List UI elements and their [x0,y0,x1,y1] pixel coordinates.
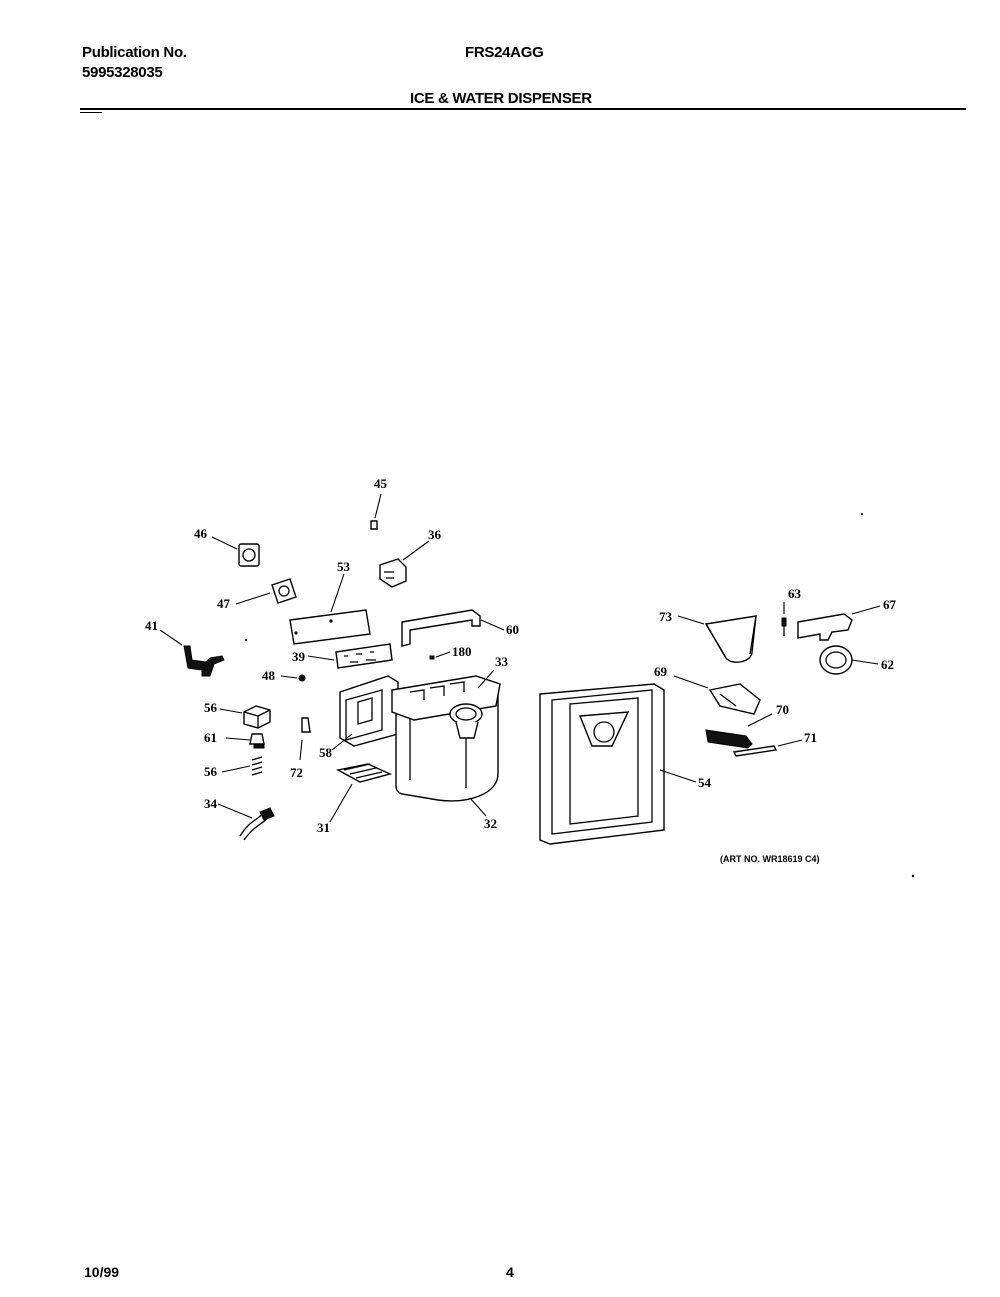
part-41 [159,629,225,677]
part-72 [299,717,311,761]
callout-39: 39 [292,649,306,664]
art-number: (ART NO. WR18619 C4) [720,854,820,864]
callout-34: 34 [204,796,218,811]
callout-62: 62 [881,657,894,672]
part-45 [370,493,382,530]
part-71 [732,739,803,757]
callout-47: 47 [217,596,231,611]
part-53 [289,573,371,645]
callout-46: 46 [194,526,208,541]
part-58 [331,675,399,751]
part-69 [673,675,761,715]
callout-58: 58 [319,745,333,760]
callout-73: 73 [659,609,673,624]
part-73 [677,615,757,663]
callout-45: 45 [374,476,388,491]
section-title: ICE & WATER DISPENSER [410,90,592,107]
callout-70: 70 [776,702,789,717]
callout-36: 36 [428,527,442,542]
part-67 [797,605,881,641]
header-rule [80,108,966,110]
part-34 [217,803,275,841]
part-33 [391,669,501,739]
callout-31: 31 [317,820,330,835]
part-31 [329,763,393,823]
part-62 [819,645,879,675]
part-70 [705,713,773,749]
callout-71: 71 [804,730,817,745]
callout-180: 180 [452,644,472,659]
callout-32: 32 [484,816,497,831]
callout-53: 53 [337,559,351,574]
publication-number: 5995328035 [82,64,163,81]
callout-61: 61 [204,730,217,745]
part-48 [280,674,306,682]
part-63 [781,602,787,636]
callout-60: 60 [506,622,519,637]
header-rule-tick [80,112,102,113]
part-61 [225,733,265,749]
callout-56-lower: 56 [204,764,218,779]
callout-48: 48 [262,668,276,683]
part-39 [307,643,393,669]
part-47 [235,578,297,605]
callout-54: 54 [698,775,712,790]
callout-56-upper: 56 [204,700,218,715]
callout-41: 41 [145,618,158,633]
page-number: 4 [506,1264,514,1280]
callout-63: 63 [788,586,802,601]
callout-67: 67 [883,597,897,612]
model-number: FRS24AGG [465,44,544,61]
callout-33: 33 [495,654,509,669]
callout-72: 72 [290,765,303,780]
part-60 [401,609,505,647]
part-54 [539,683,697,845]
publication-label: Publication No. [82,44,187,61]
part-56-upper [219,705,271,729]
part-180 [429,651,451,660]
footer-date: 10/99 [84,1264,120,1280]
callout-69: 69 [654,664,668,679]
part-36 [379,540,430,588]
part-46 [211,536,260,567]
part-56-lower [221,756,263,776]
